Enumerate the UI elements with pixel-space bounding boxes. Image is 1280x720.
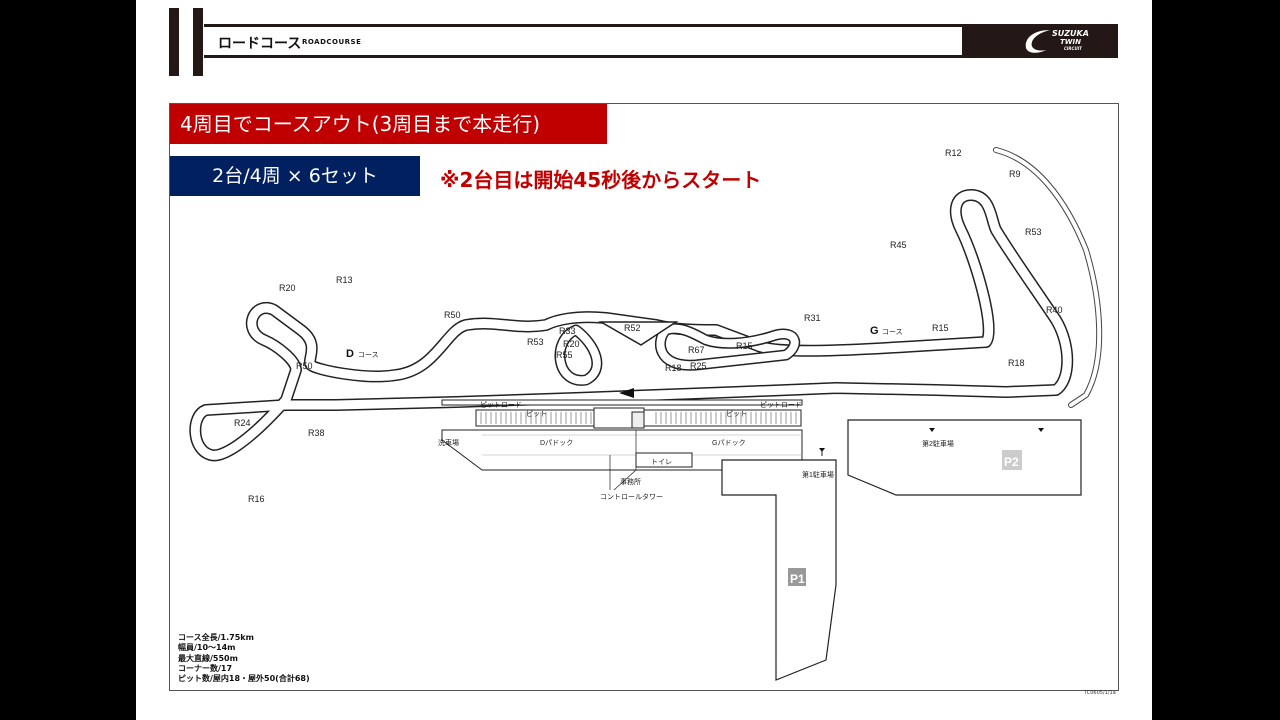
header-line-bottom xyxy=(204,55,1118,58)
corner-label: R20 xyxy=(563,339,580,349)
corner-label: R50 xyxy=(296,361,313,371)
car-wash-label: 洗車場 xyxy=(438,438,459,447)
corner-label: R24 xyxy=(234,418,251,428)
spec-item: コーナー数/17 xyxy=(178,663,233,673)
logo-text-3: CIRCUIT xyxy=(1064,46,1082,51)
r52-triangle xyxy=(598,321,679,346)
document-code: TC0605/1/1a xyxy=(1084,690,1116,696)
control-tower xyxy=(631,411,645,429)
pit-left-label: ピット xyxy=(526,410,547,418)
course-g-suffix: コース xyxy=(882,328,903,336)
page-title-en: ROADCOURSE xyxy=(302,38,362,46)
corner-label: R16 xyxy=(248,494,265,504)
course-map: R12 R9 R53 R45 R40 R15 R18 R31 R52 R15 R… xyxy=(189,147,1103,681)
course-g-label: G xyxy=(870,325,879,337)
corner-label: R15 xyxy=(932,323,949,333)
header-line-top xyxy=(204,24,1118,27)
parking-p2 xyxy=(847,419,1082,496)
pit-road-right-label: ピットロード xyxy=(760,401,802,409)
slide: ロードコース ROADCOURSE SUZUKA TWIN CIRCUIT xyxy=(136,0,1152,720)
parking-p1 xyxy=(721,459,837,681)
corner-label: R33 xyxy=(559,326,576,336)
corner-label: R45 xyxy=(890,240,907,250)
p2-sign-icon xyxy=(1002,450,1022,470)
corner-label: R9 xyxy=(1009,169,1021,179)
paddock-area xyxy=(441,429,803,471)
corner-label: R13 xyxy=(336,275,353,285)
corner-label: R25 xyxy=(690,361,707,371)
corner-label: R52 xyxy=(624,323,641,333)
track-infield-inner xyxy=(556,324,799,385)
spec-item: 幅員/10～14m xyxy=(178,643,236,653)
d-paddock-label: Dパドック xyxy=(540,439,573,447)
corner-label: R67 xyxy=(688,345,705,355)
corner-label: R53 xyxy=(527,337,544,347)
corner-label: R55 xyxy=(556,350,573,360)
spec-item: 最大直線/550m xyxy=(178,653,238,663)
pit-road-strip xyxy=(441,399,803,406)
toilet-label: トイレ xyxy=(651,459,672,466)
office-label: 事務所 xyxy=(620,477,641,486)
corner-label: R31 xyxy=(804,313,821,323)
corner-label: R15 xyxy=(736,341,753,351)
logo-text-1: SUZUKA xyxy=(1052,29,1089,38)
pit-boxes xyxy=(480,412,797,424)
suzuka-twin-logo: SUZUKA TWIN CIRCUIT xyxy=(1022,26,1114,56)
corner-label: R38 xyxy=(308,428,325,438)
corner-label: R50 xyxy=(444,310,461,320)
header-bar-left xyxy=(169,8,179,76)
tower-leader xyxy=(609,430,637,491)
p1-label: P1 xyxy=(790,572,805,586)
banner-sets: 2台/4周 × 6セット xyxy=(170,156,420,196)
corner-label: R40 xyxy=(1046,305,1063,315)
course-d-label: D xyxy=(346,348,354,360)
spec-item: ピット数/屋内18・屋外50(合計68) xyxy=(178,674,310,684)
pit-road-left-label: ピットロード xyxy=(480,401,522,409)
logo-text-2: TWIN xyxy=(1060,38,1081,46)
logo-box xyxy=(962,24,1118,58)
corner-label: R18 xyxy=(1008,358,1025,368)
corner-label: R18 xyxy=(665,363,682,373)
corner-label: R20 xyxy=(279,283,296,293)
corner-label: R12 xyxy=(945,148,962,158)
parking1-label: 第1駐車場 xyxy=(802,470,834,479)
g-paddock-label: Gパドック xyxy=(712,439,746,447)
p1-sign-icon xyxy=(788,568,806,586)
page-title: ロードコース xyxy=(218,36,302,52)
track-inner xyxy=(190,190,1072,460)
logo-swoosh-icon xyxy=(1025,30,1050,53)
p2-label: P2 xyxy=(1004,455,1019,469)
course-specs: コース全長/1.75km 幅員/10～14m 最大直線/550m コーナー数/1… xyxy=(178,633,310,684)
course-d-suffix: コース xyxy=(358,351,379,359)
direction-arrow-icon xyxy=(619,388,634,398)
pit-right-label: ピット xyxy=(726,410,747,418)
parking2-label: 第2駐車場 xyxy=(922,439,954,448)
note-start-offset: ※2台目は開始45秒後からスタート xyxy=(440,168,762,192)
header-bar-right xyxy=(193,8,203,76)
spec-item: コース全長/1.75km xyxy=(178,633,254,642)
control-tower-label: コントロールタワー xyxy=(600,492,663,501)
corner-label: R53 xyxy=(1025,227,1042,237)
banner-course-out: 4周目でコースアウト(3周目まで本走行) xyxy=(170,104,607,144)
